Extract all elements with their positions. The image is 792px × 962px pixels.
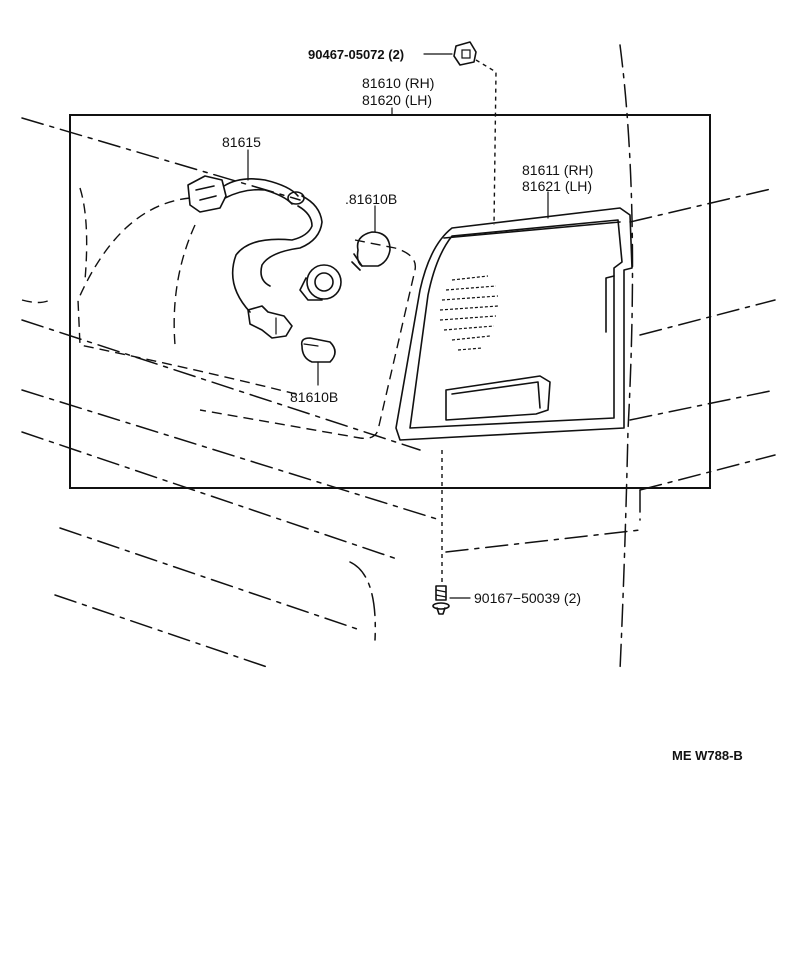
bulb-lower-icon <box>300 337 336 363</box>
fender-outline <box>21 187 417 440</box>
bulb-lower-label: 81610B <box>290 389 338 405</box>
lamp-lh-label: 81620 (LH) <box>362 92 432 108</box>
screw-part-label: 90167−50039 (2) <box>474 590 581 606</box>
reference-code: ME W788-B <box>672 748 743 763</box>
lens-rh-label: 81611 (RH) <box>522 162 593 178</box>
assembly-frame <box>69 114 711 489</box>
socket-wire-label: 81615 <box>222 134 261 150</box>
body-outline-lines <box>21 44 776 671</box>
lamp-rh-label: 81610 (RH) <box>362 75 434 91</box>
lens-lh-label: 81621 (LH) <box>522 178 592 194</box>
socket-wire-icon <box>187 175 342 339</box>
bulb-upper-icon <box>351 231 391 271</box>
screw-icon <box>432 585 450 615</box>
clip-guide <box>475 59 497 226</box>
lamp-lens-icon <box>395 207 633 441</box>
clip-part-label: 90467-05072 (2) <box>308 47 404 62</box>
clip-icon <box>453 41 477 66</box>
bulb-upper-label: .81610B <box>345 191 397 207</box>
